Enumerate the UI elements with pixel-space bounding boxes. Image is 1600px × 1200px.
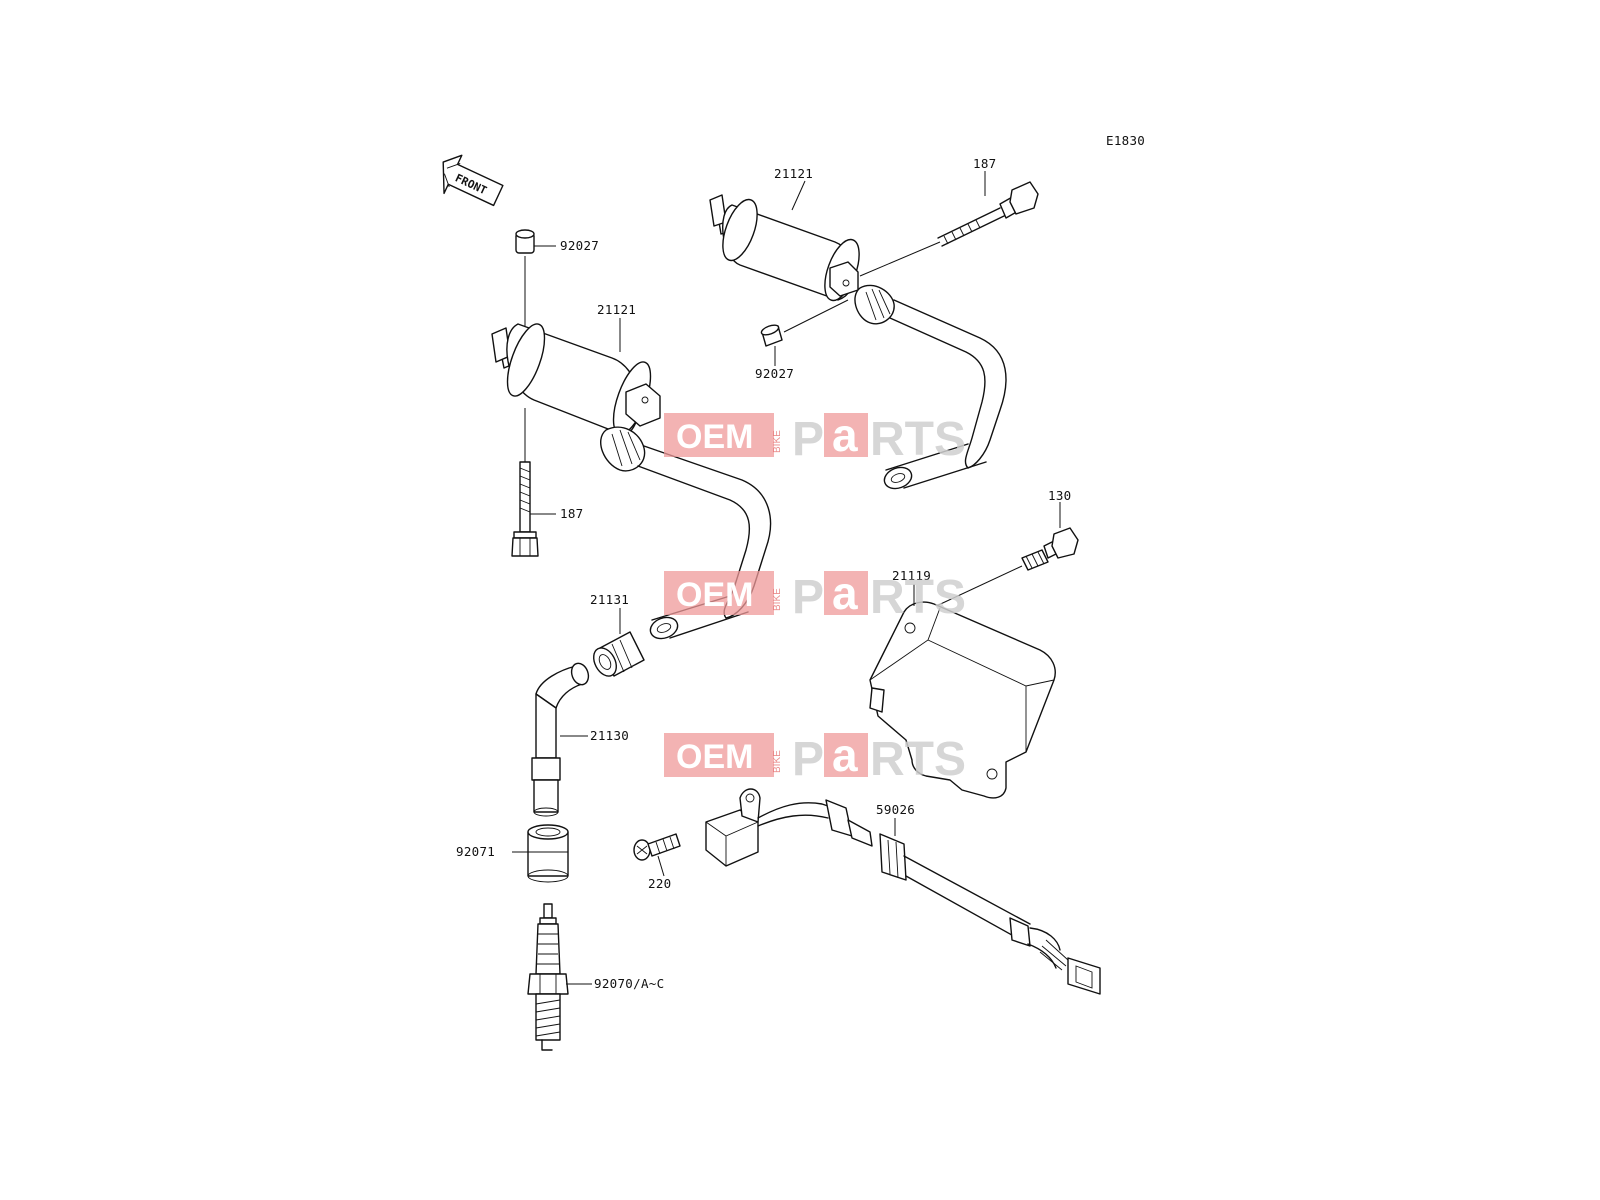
svg-text:BIKE: BIKE (772, 430, 783, 453)
watermark-1: OEM BIKE P a RTS (664, 409, 966, 466)
spark-plug-92070[interactable] (527, 903, 569, 1051)
collar-92027-left[interactable] (515, 229, 535, 254)
svg-text:a: a (832, 409, 858, 461)
label-plug[interactable]: 92070/A~C (594, 976, 664, 991)
label-bolt-130[interactable]: 130 (1048, 488, 1071, 503)
label-screw[interactable]: 220 (648, 876, 671, 891)
bolt-130[interactable] (1021, 527, 1079, 571)
svg-text:BIKE: BIKE (772, 750, 783, 773)
leader-screw (657, 855, 665, 877)
ignition-coil-left[interactable] (491, 320, 772, 643)
diagram-code: E1830 (1106, 133, 1145, 148)
label-seal[interactable]: 21131 (590, 592, 629, 607)
svg-text:RTS: RTS (870, 413, 966, 466)
bolt-top-axis (859, 241, 941, 277)
watermark-2: OEM BIKE P a RTS (664, 567, 966, 624)
svg-text:OEM: OEM (676, 738, 753, 776)
svg-text:P: P (792, 571, 824, 624)
svg-text:OEM: OEM (676, 576, 753, 614)
plug-cap-21130[interactable] (531, 661, 591, 817)
label-sensor[interactable]: 59026 (876, 802, 915, 817)
svg-text:a: a (832, 729, 858, 781)
bolt-187-top[interactable] (937, 181, 1039, 247)
svg-text:RTS: RTS (870, 733, 966, 786)
seal-21131[interactable] (589, 631, 645, 680)
label-bolt-left[interactable]: 187 (560, 506, 583, 521)
svg-text:P: P (792, 733, 824, 786)
leader-coil-top (791, 180, 806, 211)
label-boot[interactable]: 92071 (456, 844, 495, 859)
bolt-130-axis (931, 565, 1023, 609)
watermark-3: OEM BIKE P a RTS (664, 729, 966, 786)
svg-text:BIKE: BIKE (772, 588, 783, 611)
label-cap[interactable]: 21130 (590, 728, 629, 743)
svg-text:OEM: OEM (676, 418, 753, 456)
label-coil-top[interactable]: 21121 (774, 166, 813, 181)
ignition-coil-top[interactable] (709, 194, 1007, 492)
svg-text:P: P (792, 413, 824, 466)
igniter-21119[interactable] (869, 601, 1056, 799)
pickup-sensor-59026[interactable] (705, 788, 1101, 995)
collar-92027-top[interactable] (760, 323, 783, 347)
label-collar-top[interactable]: 92027 (755, 366, 794, 381)
screw-220[interactable] (633, 833, 681, 861)
front-arrow-icon: FRONT (442, 154, 504, 207)
bolt-187-left[interactable] (511, 461, 539, 557)
label-igniter[interactable]: 21119 (892, 568, 931, 583)
boot-92071[interactable] (527, 824, 569, 883)
label-bolt-top[interactable]: 187 (973, 156, 996, 171)
label-coil-left[interactable]: 21121 (597, 302, 636, 317)
collar-top-axis (783, 299, 849, 333)
svg-text:a: a (832, 567, 858, 619)
label-collar-left[interactable]: 92027 (560, 238, 599, 253)
svg-text:RTS: RTS (870, 571, 966, 624)
